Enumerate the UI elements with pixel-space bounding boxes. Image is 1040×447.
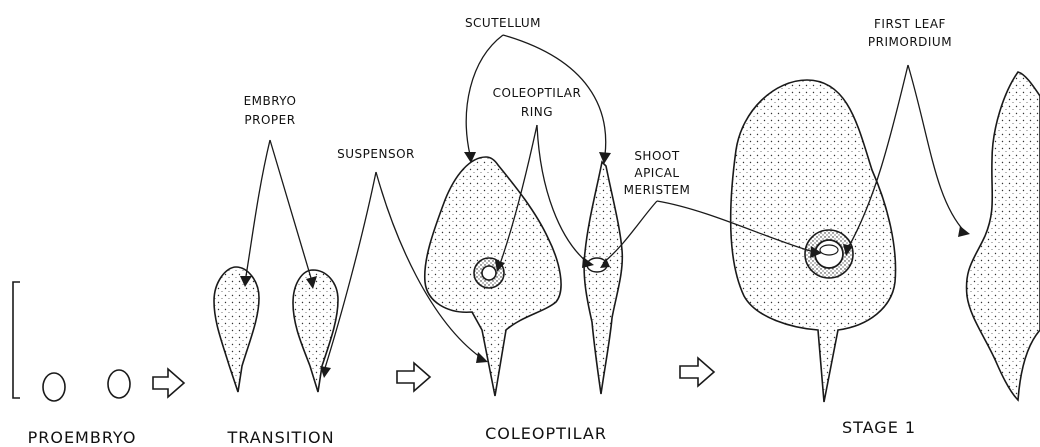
first-leaf-primordium-label-line2: PRIMORDIUM [868,35,952,49]
stage-label-proembryo: PROEMBRYO [28,428,137,447]
proembryo-figure [43,370,130,401]
shoot-apical-meristem-label-line2: APICAL [634,166,679,180]
stage-label-coleoptilar: COLEOPTILAR [485,424,607,443]
coleoptilar-ring-label-line2: RING [521,105,553,119]
embryo-proper-leaders [240,140,317,289]
stage-1-figure [731,72,1040,402]
progression-arrow-3 [680,358,714,386]
scutellum-label: SCUTELLUM [465,16,541,30]
embryo-proper-label-line2: PROPER [244,113,295,127]
scale-bar [13,282,20,398]
progression-arrow-2 [397,363,430,391]
shoot-apical-meristem-label-line3: MERISTEM [624,183,691,197]
coleoptilar-figure [425,157,623,396]
progression-arrow-1 [153,369,184,397]
first-leaf-primordium-label-line1: FIRST LEAF [874,17,946,31]
coleoptilar-ring-label-line1: COLEOPTILAR [493,86,582,100]
shoot-apical-meristem-label-line1: SHOOT [634,149,680,163]
transition-figure [214,267,338,392]
stage-label-stage-1: STAGE 1 [842,418,916,437]
stage-label-transition: TRANSITION [226,428,334,447]
suspensor-label: SUSPENSOR [337,147,415,161]
embryo-proper-label-line1: EMBRYO [244,94,297,108]
